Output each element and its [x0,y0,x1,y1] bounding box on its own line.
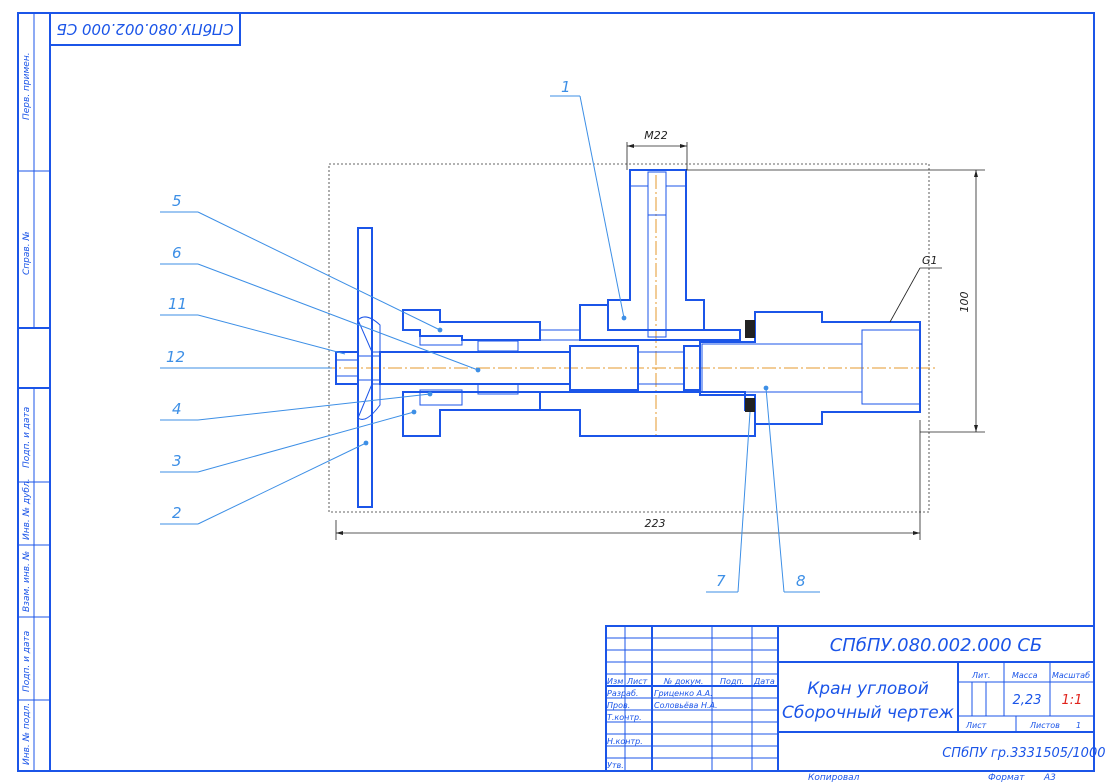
main-code: СПбПУ.080.002.000 СБ [830,635,1043,656]
col-list: Лист [626,677,648,686]
valve-disc [683,345,701,391]
callout-7: 7 [716,572,726,590]
stem [379,351,571,385]
mass-label: Масса [1012,671,1038,680]
col-dokum: № докум. [663,677,703,686]
title-doc-type: Сборочный чертеж [782,703,955,723]
row-prov: Пров. [607,701,630,710]
col-data: Дата [753,677,775,686]
nut-end [335,351,359,385]
dim-m22: M22 [644,129,668,142]
mass-value: 2,23 [1013,693,1042,708]
dimensions: M22 100 223 G1 [335,129,985,540]
callout-2: 2 [172,504,182,522]
side-label-podp-data-2: Подп. и дата [22,631,32,692]
copied-label: Копировал [808,773,860,783]
col-izm: Изм [607,677,623,686]
valve-assembly-section [300,163,935,513]
packing-top [477,340,519,352]
callout-12: 12 [166,348,185,366]
side-label-vzam-inv: Взам. инв. № [22,551,32,612]
col-podp: Подп. [720,677,744,686]
side-label-sprav-num: Справ. № [22,231,32,275]
callout-6: 6 [172,244,182,262]
format-label: Формат [988,773,1025,783]
callout-1: 1 [561,78,571,96]
gland-nut-bottom [402,391,541,437]
lit-label: Лит. [971,671,990,680]
format-value: А3 [1043,773,1056,783]
callout-5: 5 [172,192,182,210]
title-block: Изм Лист № докум. Подп. Дата Разраб. Гри… [605,625,1106,772]
scale-label: Масштаб [1052,671,1090,680]
corner-stamp-code: СПбПУ.080.002.000 СБ [56,20,233,38]
row-prov-name: Соловьёва Н.А. [654,701,718,710]
scale-value: 1:1 [1062,693,1083,708]
sheets-value: 1 [1076,721,1081,730]
row-utv: Утв. [607,761,624,770]
side-label-inv-dubl: Инв. № дубл. [22,478,32,540]
sheet-label: Лист [965,721,987,730]
view-boundary [328,163,930,513]
row-razrab: Разраб. [607,689,638,698]
row-nkontr: Н.контр. [607,737,643,746]
callout-8: 8 [796,572,806,590]
dim-g1: G1 [922,254,938,267]
callout-3: 3 [172,452,182,470]
callout-4: 4 [172,400,182,418]
body-lower [539,391,756,437]
callouts: 1 5 6 11 12 4 3 2 7 [160,78,820,593]
row-razrab-name: Гриценко А.А. [654,689,713,698]
row-tkontr: Т.контр. [607,713,642,722]
union-nut-right [699,311,921,425]
corner-stamp: СПбПУ.080.002.000 СБ [49,12,241,46]
side-labels: Перв. примен. Справ. № Подп. и дата Инв.… [22,52,32,765]
sheets-label: Листов [1029,721,1060,730]
side-label-perv-primen: Перв. примен. [22,52,32,120]
side-label-inv-podl: Инв. № подл. [22,703,32,765]
side-label-podp-data-1: Подп. и дата [22,407,32,468]
drawing-frame [17,12,1095,772]
callout-11: 11 [168,295,187,313]
group-code: СПбПУ гр.3331505/10001 [942,746,1106,761]
title-name: Кран угловой [807,679,929,699]
dim-height: 100 [958,292,971,313]
dim-length: 223 [645,517,666,530]
